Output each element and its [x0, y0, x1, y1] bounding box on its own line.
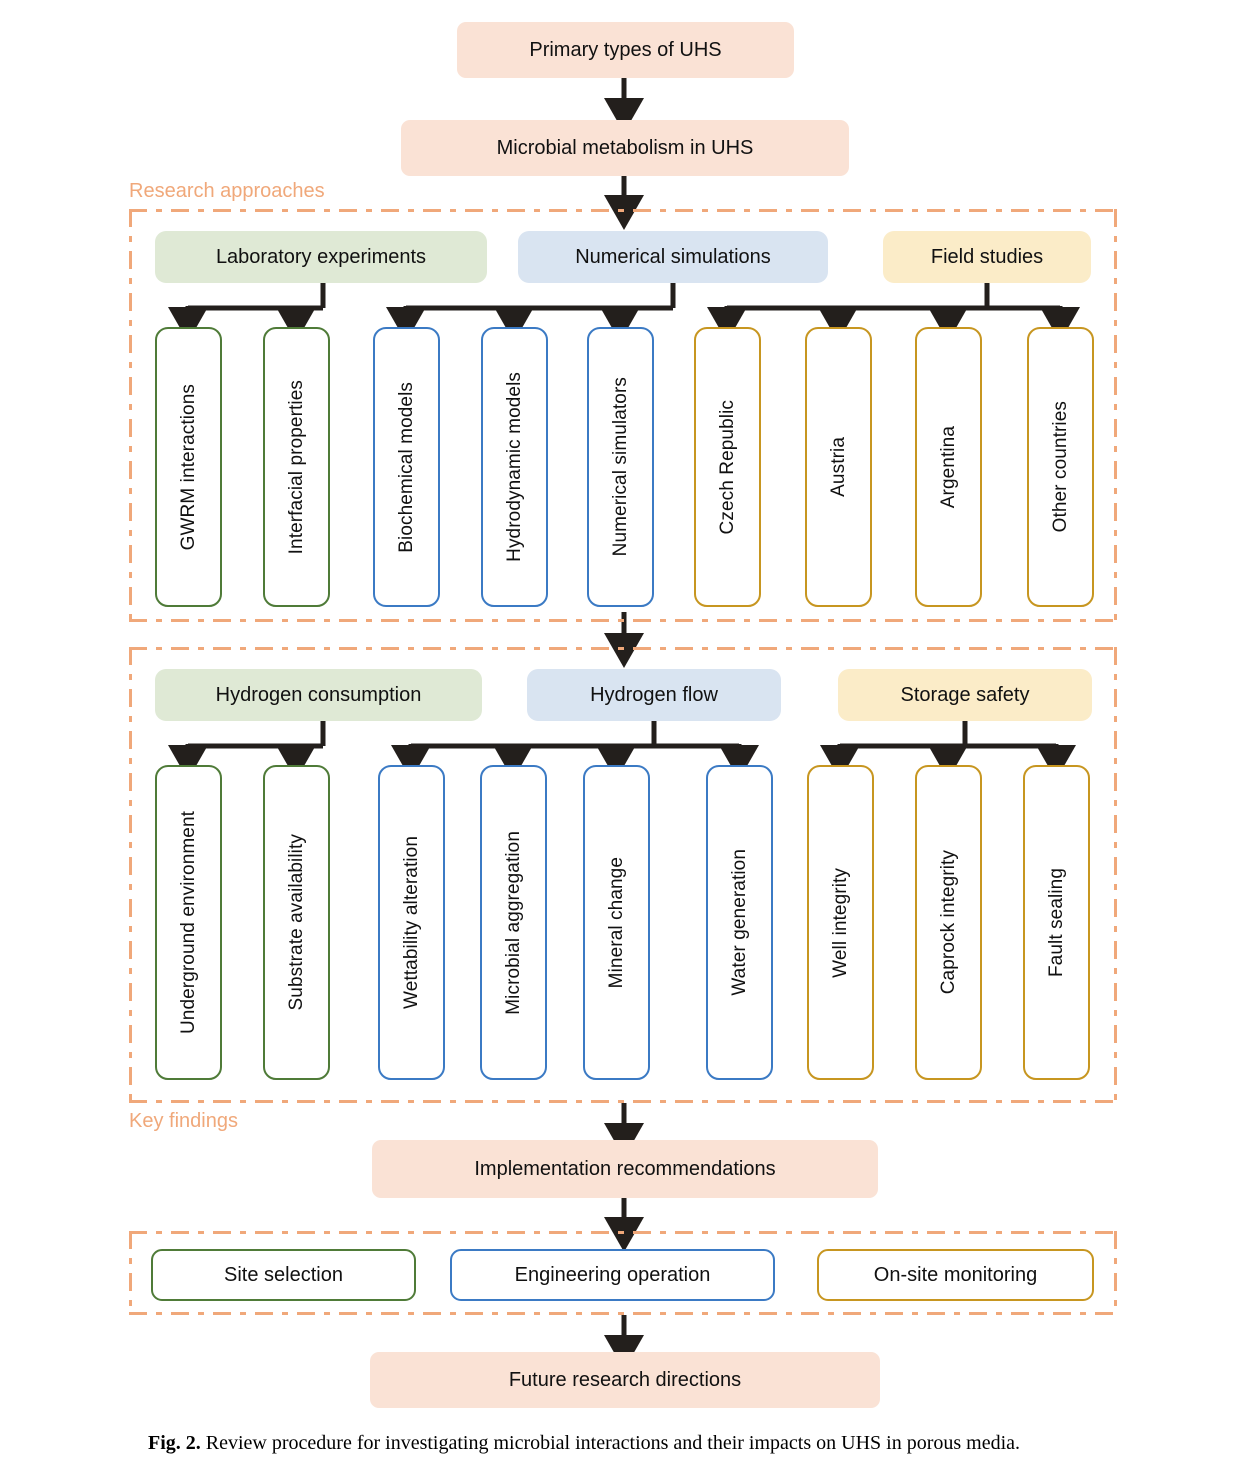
recommendation-label: Engineering operation	[514, 1263, 711, 1286]
item-label: Microbial aggregation	[502, 830, 524, 1015]
item-label: Interfacial properties	[285, 379, 307, 555]
item-caprock-integrity[interactable]: Caprock integrity	[915, 765, 982, 1080]
node-label: Primary types of UHS	[529, 38, 722, 61]
group-label-key-findings: Key findings	[129, 1110, 238, 1132]
item-microbial-aggregation[interactable]: Microbial aggregation	[480, 765, 547, 1080]
node-microbial-metabolism[interactable]: Microbial metabolism in UHS	[401, 120, 849, 176]
item-gwrm-interactions[interactable]: GWRM interactions	[155, 327, 222, 607]
item-label: Biochemical models	[395, 381, 417, 553]
item-label: Argentina	[937, 425, 959, 509]
category-storage-safety[interactable]: Storage safety	[838, 669, 1092, 721]
category-field-studies[interactable]: Field studies	[883, 231, 1091, 283]
node-future-research-directions[interactable]: Future research directions	[370, 1352, 880, 1408]
item-label: Mineral change	[605, 856, 627, 989]
node-primary-types-of-uhs[interactable]: Primary types of UHS	[457, 22, 794, 78]
recommendation-label: On-site monitoring	[873, 1263, 1038, 1286]
figure-caption-label: Fig. 2.	[148, 1432, 201, 1454]
node-implementation-recommendations[interactable]: Implementation recommendations	[372, 1140, 878, 1198]
category-numerical-simulations[interactable]: Numerical simulations	[518, 231, 828, 283]
group-label-research-approaches: Research approaches	[129, 180, 325, 202]
item-label: Austria	[827, 437, 849, 497]
recommendation-on-site-monitoring[interactable]: On-site monitoring	[817, 1249, 1094, 1301]
category-label: Hydrogen flow	[590, 683, 718, 706]
category-label: Laboratory experiments	[215, 245, 427, 268]
item-wettability-alteration[interactable]: Wettability alteration	[378, 765, 445, 1080]
item-label: Caprock integrity	[937, 850, 959, 995]
category-label: Numerical simulations	[575, 245, 771, 268]
recommendation-engineering-operation[interactable]: Engineering operation	[450, 1249, 775, 1301]
item-label: Substrate availability	[285, 834, 307, 1011]
node-label: Microbial metabolism in UHS	[496, 136, 754, 159]
recommendation-label: Site selection	[224, 1263, 343, 1286]
item-label: Numerical simulators	[609, 377, 631, 557]
item-underground-environment[interactable]: Underground environment	[155, 765, 222, 1080]
item-numerical-simulators[interactable]: Numerical simulators	[587, 327, 654, 607]
item-interfacial-properties[interactable]: Interfacial properties	[263, 327, 330, 607]
node-label: Implementation recommendations	[474, 1157, 776, 1180]
item-other-countries[interactable]: Other countries	[1027, 327, 1094, 607]
category-laboratory-experiments[interactable]: Laboratory experiments	[155, 231, 487, 283]
item-label: Water generation	[728, 849, 750, 996]
item-label: Other countries	[1049, 401, 1071, 533]
item-label: Hydrodynamic models	[503, 372, 525, 562]
item-austria[interactable]: Austria	[805, 327, 872, 607]
recommendation-site-selection[interactable]: Site selection	[151, 1249, 416, 1301]
item-label: Well integrity	[829, 867, 851, 978]
category-label: Hydrogen consumption	[215, 683, 422, 706]
category-label: Storage safety	[900, 683, 1030, 706]
item-argentina[interactable]: Argentina	[915, 327, 982, 607]
item-fault-sealing[interactable]: Fault sealing	[1023, 765, 1090, 1080]
figure-caption-text: Review procedure for investigating micro…	[205, 1432, 1021, 1454]
item-water-generation[interactable]: Water generation	[706, 765, 773, 1080]
item-label: GWRM interactions	[177, 383, 199, 551]
item-label: Underground environment	[177, 810, 199, 1035]
item-mineral-change[interactable]: Mineral change	[583, 765, 650, 1080]
item-hydrodynamic-models[interactable]: Hydrodynamic models	[481, 327, 548, 607]
item-label: Fault sealing	[1045, 867, 1067, 978]
category-hydrogen-flow[interactable]: Hydrogen flow	[527, 669, 781, 721]
category-label: Field studies	[930, 245, 1044, 268]
item-label: Wettability alteration	[400, 836, 422, 1009]
category-hydrogen-consumption[interactable]: Hydrogen consumption	[155, 669, 482, 721]
item-biochemical-models[interactable]: Biochemical models	[373, 327, 440, 607]
item-substrate-availability[interactable]: Substrate availability	[263, 765, 330, 1080]
item-well-integrity[interactable]: Well integrity	[807, 765, 874, 1080]
figure-caption: Fig. 2. Review procedure for investigati…	[148, 1432, 1108, 1455]
item-czech-republic[interactable]: Czech Republic	[694, 327, 761, 607]
item-label: Czech Republic	[716, 399, 738, 535]
node-label: Future research directions	[508, 1368, 742, 1391]
